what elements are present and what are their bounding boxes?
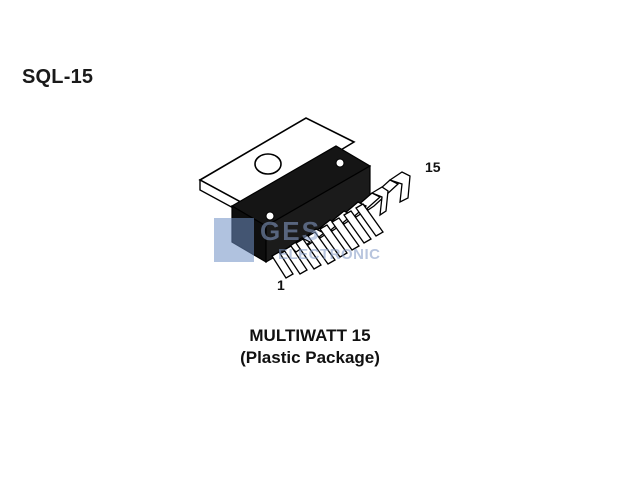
pin-6 <box>307 231 336 265</box>
pin-tips <box>370 171 411 217</box>
pin-13-tip <box>370 186 389 217</box>
body-dimple-left <box>265 211 275 221</box>
pin-15-tip <box>388 171 411 204</box>
body-dimple-right <box>335 158 345 168</box>
pin-8 <box>319 224 348 258</box>
pin-12 <box>343 210 372 244</box>
pin-14 <box>355 203 384 237</box>
pins <box>271 179 400 279</box>
watermark-bottom-text: ELECTRONIC <box>278 246 381 263</box>
watermark-block-icon <box>214 218 254 262</box>
pin-10 <box>331 217 360 251</box>
caption-package-name: MULTIWATT 15 <box>249 326 371 345</box>
pin-15-label: 15 <box>425 159 441 175</box>
mounting-hole <box>254 153 282 175</box>
pin-1-label: 1 <box>277 277 285 293</box>
package-code: SQL-15 <box>22 66 94 88</box>
caption-package-type: (Plastic Package) <box>240 348 380 367</box>
watermark-top-text: GES <box>260 216 321 246</box>
pin-1 <box>271 251 294 279</box>
watermark-logo: GES ELECTRONIC <box>212 214 432 266</box>
pin-4 <box>295 238 322 270</box>
pin-2 <box>283 245 308 275</box>
